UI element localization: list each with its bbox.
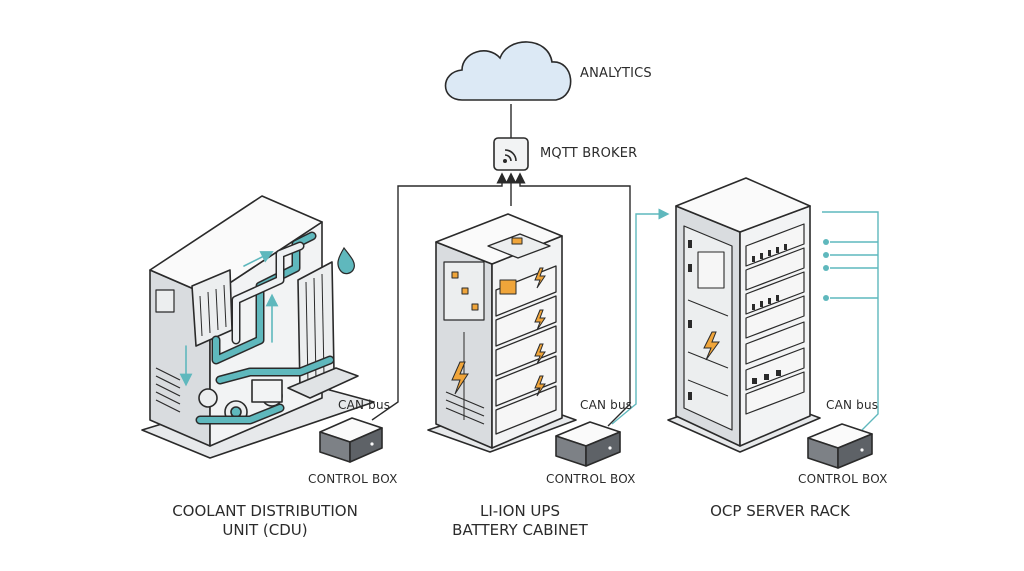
caption-ups-line1: LI-ION UPS [480,502,560,520]
caption-rack: OCP SERVER RACK [710,502,850,520]
caption-ups: LI-ION UPS BATTERY CABINET [430,502,610,540]
caption-ups-line2: BATTERY CABINET [452,521,588,539]
rack-sensor-dots [823,239,829,301]
wifi-icon [503,149,517,163]
caption-cdu: COOLANT DISTRIBUTION UNIT (CDU) [160,502,370,540]
can-bus-label-rack: CAN bus [826,398,879,412]
control-box-rack [807,423,873,469]
caption-cdu-line2: UNIT (CDU) [222,521,308,539]
control-box-label-cdu: CONTROL BOX [308,472,398,486]
lightning-icon [703,331,720,361]
rack-sensor-links [611,208,879,431]
caption-cdu-line1: COOLANT DISTRIBUTION [172,502,358,520]
control-box-label-rack: CONTROL BOX [798,472,888,486]
control-box-ups [555,421,621,467]
can-bus-label-cdu: CAN bus [338,398,391,412]
cloud-icon [444,41,572,101]
droplet-icon [337,246,355,275]
analytics-label: ANALYTICS [580,66,652,81]
cdu-coolant-pipes [179,231,335,425]
control-box-label-ups: CONTROL BOX [546,472,636,486]
mqtt-broker-label: MQTT BROKER [540,146,638,161]
lightning-icon [451,267,546,397]
mqtt-broker-box [493,137,529,171]
can-bus-label-ups: CAN bus [580,398,633,412]
can-links [371,172,631,427]
control-box-cdu [319,417,383,463]
server-rack [667,177,821,453]
ups-cabinet [427,213,577,453]
